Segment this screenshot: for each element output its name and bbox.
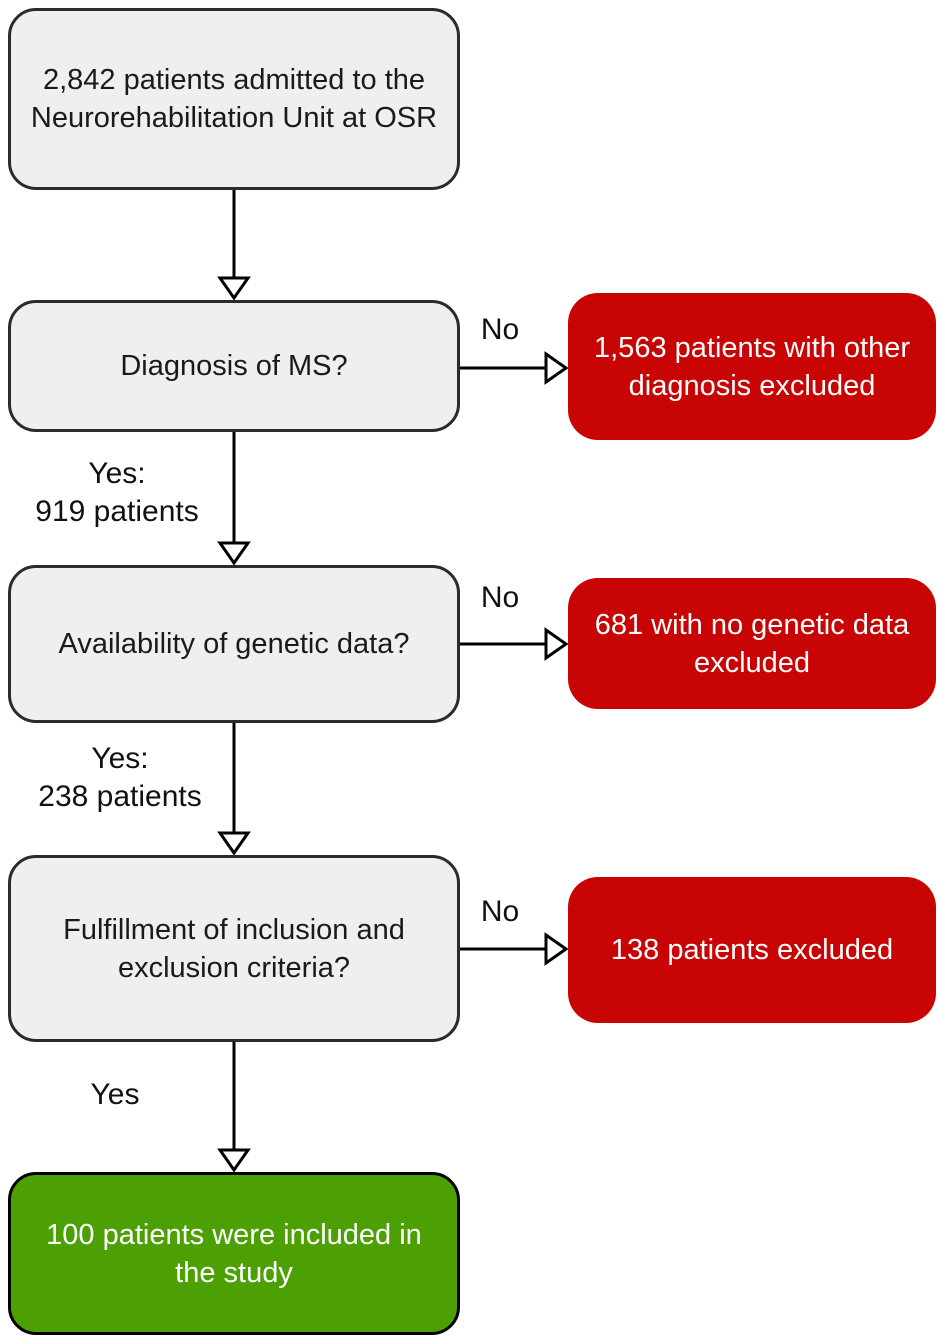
node-excluded-other-diagnosis: 1,563 patients with other diagnosis excl…	[568, 293, 936, 440]
arrow-diagnosis-to-excluded1	[459, 351, 569, 385]
node-excluded-criteria-label: 138 patients excluded	[610, 934, 894, 966]
edge-label-yes-238-patients: Yes: 238 patients	[38, 742, 202, 813]
node-included-patients-label: 100 patients were included in the study	[46, 1218, 422, 1289]
edge-label-yes-919-patients: Yes: 919 patients	[35, 457, 199, 528]
node-included-patients: 100 patients were included in the study	[8, 1172, 460, 1335]
arrow-start-to-diagnosis	[217, 190, 251, 301]
node-excluded-other-diagnosis-label: 1,563 patients with other diagnosis excl…	[594, 331, 910, 402]
node-admitted-patients: 2,842 patients admitted to the Neuroreha…	[8, 8, 460, 190]
arrow-criteria-to-excluded3	[459, 932, 569, 966]
edge-label-no-criteria: No	[480, 895, 520, 928]
node-diagnosis-question-label: Diagnosis of MS?	[120, 350, 348, 382]
edge-label-no-diagnosis: No	[480, 313, 520, 346]
node-admitted-patients-label: 2,842 patients admitted to the Neuroreha…	[30, 64, 438, 134]
node-excluded-no-genetic-data-label: 681 with no genetic data excluded	[594, 608, 910, 679]
node-excluded-no-genetic-data: 681 with no genetic data excluded	[568, 578, 936, 709]
node-criteria-question: Fulfillment of inclusion and exclusion c…	[8, 855, 460, 1042]
node-diagnosis-question: Diagnosis of MS?	[8, 300, 460, 432]
arrow-genetic-to-excluded2	[459, 627, 569, 661]
node-genetic-data-question-label: Availability of genetic data?	[58, 628, 410, 660]
node-excluded-criteria: 138 patients excluded	[568, 877, 936, 1023]
edge-label-yes-final: Yes	[90, 1078, 140, 1111]
node-genetic-data-question: Availability of genetic data?	[8, 565, 460, 723]
edge-label-no-genetic: No	[480, 581, 520, 614]
node-criteria-question-label: Fulfillment of inclusion and exclusion c…	[63, 913, 405, 984]
